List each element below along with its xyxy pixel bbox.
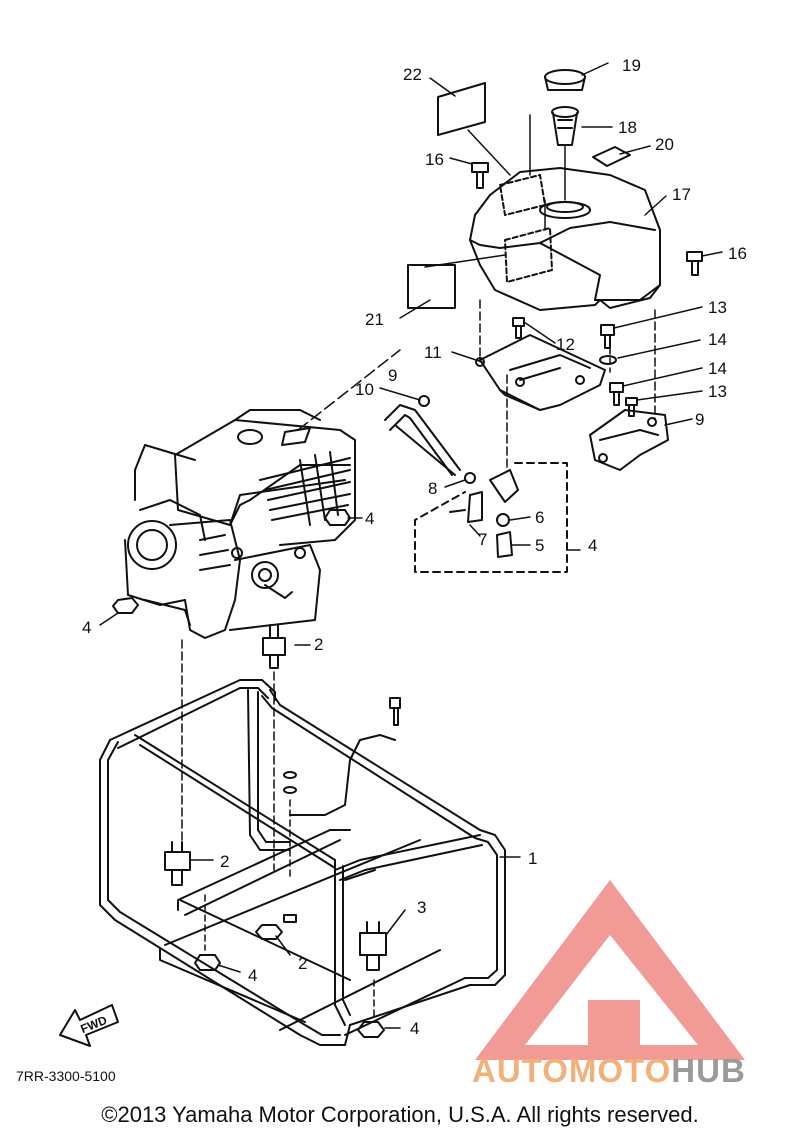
watermark-brand-automoto: AUTOMOTO <box>472 1052 672 1089</box>
leader-lines <box>99 62 723 1029</box>
hose-clamp <box>418 395 476 484</box>
callout-7: 6 <box>535 508 544 527</box>
callout-5: 4 <box>588 536 597 555</box>
damper-2 <box>164 624 286 886</box>
callout-4-left: 4 <box>82 618 91 637</box>
copyright-notice: ©2013 Yamaha Motor Corporation, U.S.A. A… <box>101 1102 699 1127</box>
engine <box>124 409 356 639</box>
callout-16-top: 16 <box>425 150 444 169</box>
watermark-brand: AUTOMOTOHUB <box>472 1052 746 1090</box>
bolt-16 <box>471 162 703 276</box>
nut-4 <box>112 509 385 1038</box>
callout-2-top: 2 <box>314 635 323 654</box>
callout-16-right: 16 <box>728 244 747 263</box>
callout-4-frame: 4 <box>410 1019 419 1038</box>
callout-4-engine: 4 <box>365 509 374 528</box>
callout-numbers: 19 22 18 20 16 17 16 21 13 14 12 11 14 9… <box>78 56 746 1038</box>
callout-10: 10 <box>355 380 374 399</box>
watermark-brand-hub: HUB <box>671 1052 746 1089</box>
bolt-13 <box>512 317 638 417</box>
callout-4-bottom: 4 <box>248 966 257 985</box>
callout-13-bottom: 13 <box>708 382 727 401</box>
callout-2-left: 2 <box>220 852 229 871</box>
callout-6: 5 <box>535 536 544 555</box>
callout-20: 20 <box>655 135 674 154</box>
damper-3 <box>359 921 387 971</box>
callout-11: 9 <box>695 410 704 429</box>
washer-15 <box>599 355 617 365</box>
callout-9-bottom: 8 <box>428 479 437 498</box>
callout-18: 18 <box>618 118 637 137</box>
callout-22: 22 <box>403 65 422 84</box>
fuel-hose <box>384 404 461 476</box>
callout-14-top: 13 <box>708 298 727 317</box>
callout-8: 7 <box>478 530 487 549</box>
watermark-logo <box>475 880 745 1060</box>
frame <box>99 679 506 1046</box>
callout-3: 3 <box>417 898 426 917</box>
ground-wire <box>283 697 401 923</box>
fuel-cock-box <box>414 462 568 573</box>
mount-bracket-11 <box>589 409 669 471</box>
callout-17: 17 <box>672 185 691 204</box>
callout-1: 1 <box>528 849 537 868</box>
diagram-code: 7RR-3300-5100 <box>16 1068 116 1084</box>
callout-21: 21 <box>365 310 384 329</box>
fuel-cap <box>544 69 586 91</box>
callout-13-top: 12 <box>556 335 575 354</box>
callout-12: 11 <box>424 343 442 362</box>
fwd-arrow <box>59 1004 119 1047</box>
callout-14-bottom: 14 <box>708 359 727 378</box>
callout-15: 14 <box>708 330 727 349</box>
tank-bracket <box>475 334 606 411</box>
callout-19: 19 <box>622 56 641 75</box>
callout-2-bottom: 2 <box>298 954 307 973</box>
fuel-strainer <box>551 106 579 146</box>
bolt-14 <box>600 324 624 406</box>
callout-9-top: 9 <box>388 366 397 385</box>
